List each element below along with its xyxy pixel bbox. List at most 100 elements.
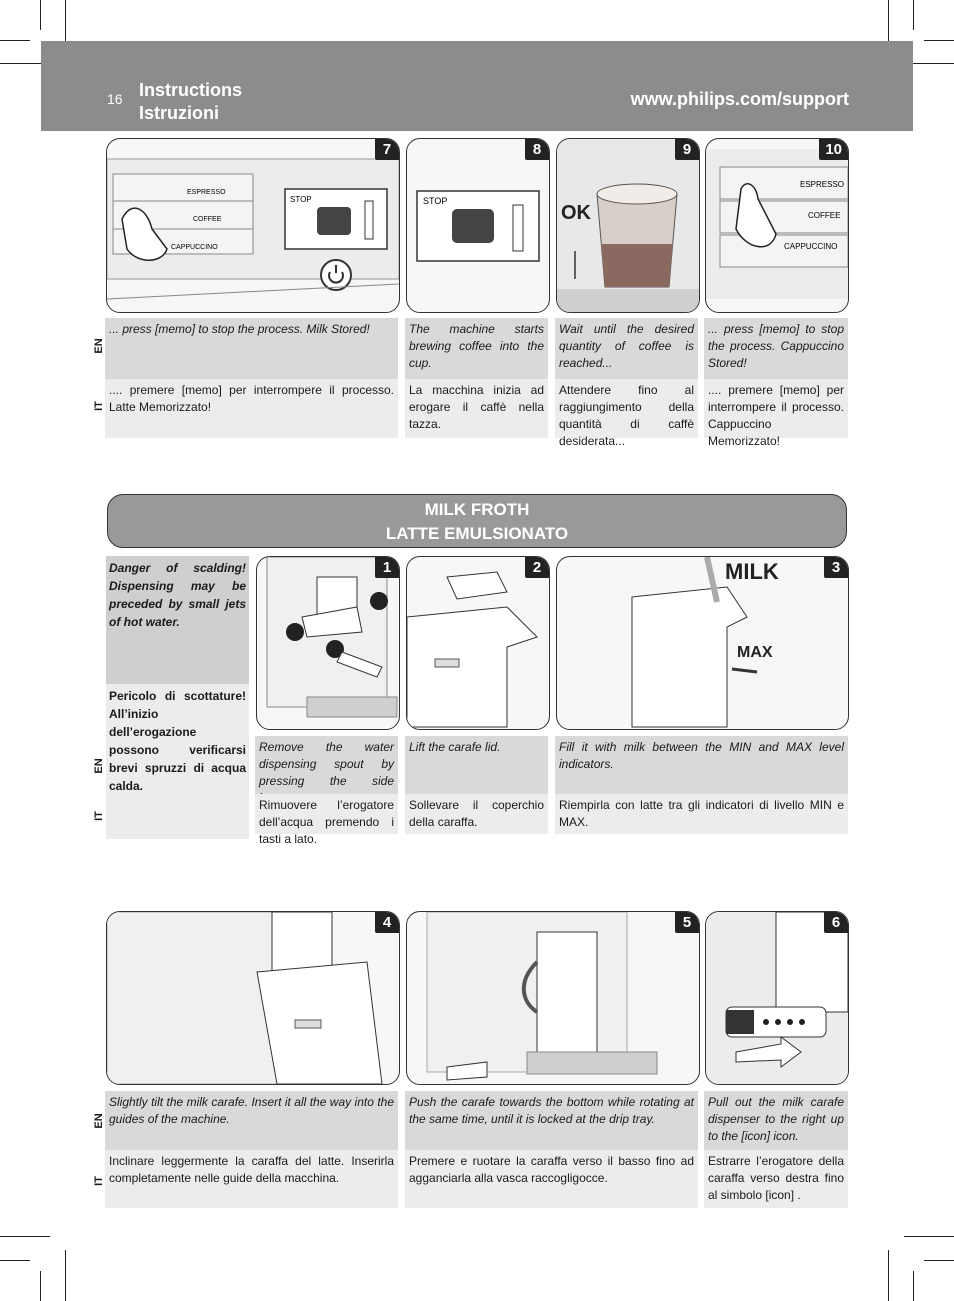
title-en: Instructions xyxy=(139,80,243,100)
step-4-caption-it: Inclinare leggermente la caraffa del lat… xyxy=(105,1150,398,1208)
crop-mark xyxy=(913,0,914,30)
stop-label: STOP xyxy=(290,195,312,204)
crop-mark xyxy=(65,0,66,50)
step-number: 9 xyxy=(675,139,699,160)
header-titles: Instructions Istruzioni xyxy=(139,79,242,125)
step-5-caption-en: Push the carafe towards the bottom while… xyxy=(405,1091,698,1150)
caption-text: Fill it with milk between the MIN and MA… xyxy=(559,740,844,771)
caption-text: Inclinare leggermente la caraffa del lat… xyxy=(109,1154,394,1185)
warning-text: Pericolo di scottature! All’inizio dell’… xyxy=(109,689,246,793)
step-number: 6 xyxy=(824,912,848,933)
step-7-caption-en: ... press [memo] to stop the process. Mi… xyxy=(105,318,398,379)
step-1-caption-it: Rimuovere l’erogatore dell’acqua premend… xyxy=(255,794,398,846)
step-3-caption-en: Fill it with milk between the MIN and MA… xyxy=(555,736,848,794)
step-5-caption-it: Premere e ruotare la caraffa verso il ba… xyxy=(405,1150,698,1208)
step-5-illustration: 5 xyxy=(406,911,700,1085)
lang-label-it: IT xyxy=(93,811,105,821)
crop-mark xyxy=(913,1271,914,1301)
lang-label-it: IT xyxy=(93,1176,105,1186)
ok-label: OK xyxy=(561,202,592,224)
stop-label: STOP xyxy=(423,196,447,206)
step-9-caption-it: Attendere fino al raggiungimento della q… xyxy=(555,379,698,448)
caption-text: Attendere fino al raggiungimento della q… xyxy=(559,383,694,448)
caption-text: Push the carafe towards the bottom while… xyxy=(409,1095,694,1126)
caption-text: The machine starts brewing coffee into t… xyxy=(409,322,544,370)
crop-mark xyxy=(0,40,30,41)
lock-carafe-drawing xyxy=(426,912,658,1081)
section-title-en: MILK FROTH xyxy=(424,500,530,519)
crop-mark xyxy=(40,1271,41,1301)
lang-label-en: EN xyxy=(93,338,105,354)
caption-text: .... premere [memo] per interrompere il … xyxy=(708,383,844,448)
section-title-it: LATTE EMULSIONATO xyxy=(385,524,569,543)
remove-spout-drawing xyxy=(266,557,398,718)
step-number: 3 xyxy=(824,557,848,578)
caption-text: Rimuovere l’erogatore dell’acqua premend… xyxy=(259,798,394,846)
step-number: 10 xyxy=(819,139,848,160)
caption-text: Lift the carafe lid. xyxy=(409,740,501,754)
step-6-caption-en: Pull out the milk carafe dispenser to th… xyxy=(704,1091,848,1150)
step-2-caption-it: Sollevare il coperchio della caraffa. xyxy=(405,794,548,834)
title-it: Istruzioni xyxy=(139,103,219,123)
step-4-illustration: 4 xyxy=(106,911,400,1085)
step-6-caption-it: Estrarre l’erogatore della caraffa verso… xyxy=(704,1150,848,1208)
caption-text: La macchina inizia ad erogare il caffè n… xyxy=(409,383,544,431)
caption-text: Estrarre l’erogatore della caraffa verso… xyxy=(708,1154,844,1202)
control-panel-drawing: ESPRESSO COFFEE CAPPUCCINO xyxy=(706,149,848,299)
espresso-label: ESPRESSO xyxy=(800,180,844,189)
step-10-caption-en: ... press [memo] to stop the process. Ca… xyxy=(704,318,848,379)
caption-text: Premere e ruotare la caraffa verso il ba… xyxy=(409,1154,694,1185)
caption-text: Pull out the milk carafe dispenser to th… xyxy=(708,1095,844,1143)
crop-mark xyxy=(0,63,50,64)
step-1-caption-en: Remove the water dispensing spout by pre… xyxy=(255,736,398,805)
step-10-illustration: ESPRESSO COFFEE CAPPUCCINO 10 xyxy=(705,138,849,313)
crop-mark xyxy=(0,1260,30,1261)
step-7-caption-it: .... premere [memo] per interrompere il … xyxy=(105,379,398,438)
step-1-illustration: 1 xyxy=(256,556,400,730)
crop-mark xyxy=(904,63,954,64)
section-banner: MILK FROTH LATTE EMULSIONATO xyxy=(107,494,847,548)
cup-filling-drawing: OK xyxy=(557,139,699,312)
page-header: 16 Instructions Istruzioni www.philips.c… xyxy=(41,41,913,131)
step-number: 4 xyxy=(375,912,399,933)
step-6-illustration: 6 xyxy=(705,911,849,1085)
crop-mark xyxy=(924,40,954,41)
step-9-caption-en: Wait until the desired quantity of coffe… xyxy=(555,318,698,379)
milk-label: MILK xyxy=(725,559,779,584)
crop-mark xyxy=(888,1250,889,1301)
step-8-caption-it: La macchina inizia ad erogare il caffè n… xyxy=(405,379,548,438)
warning-text: Danger of scalding! Dispensing may be pr… xyxy=(109,561,246,629)
step-9-illustration: OK 9 xyxy=(556,138,700,313)
crop-mark xyxy=(924,1260,954,1261)
step-8-caption-en: The machine starts brewing coffee into t… xyxy=(405,318,548,379)
pull-dispenser-drawing xyxy=(706,912,848,1084)
warning-en: Danger of scalding! Dispensing may be pr… xyxy=(106,556,249,684)
caption-text: ... press [memo] to stop the process. Ca… xyxy=(708,322,844,370)
step-2-illustration: 2 xyxy=(406,556,550,730)
step-10-caption-it: .... premere [memo] per interrompere il … xyxy=(704,379,848,448)
lang-label-it: IT xyxy=(93,401,105,411)
step-8-illustration: STOP 8 xyxy=(406,138,550,313)
warning-it: Pericolo di scottature! All’inizio dell’… xyxy=(106,684,249,839)
caption-text: ... press [memo] to stop the process. Mi… xyxy=(109,322,370,336)
control-panel-drawing: ESPRESSO COFFEE CAPPUCCINO STOP xyxy=(107,158,399,300)
support-url[interactable]: www.philips.com/support xyxy=(630,89,849,109)
caption-text: .... premere [memo] per interrompere il … xyxy=(109,383,394,414)
crop-mark xyxy=(904,1236,954,1237)
caption-text: Sollevare il coperchio della caraffa. xyxy=(409,798,544,829)
caption-text: Wait until the desired quantity of coffe… xyxy=(559,322,694,370)
crop-mark xyxy=(888,0,889,50)
max-label: MAX xyxy=(737,644,773,661)
step-4-caption-en: Slightly tilt the milk carafe. Insert it… xyxy=(105,1091,398,1150)
coffee-label: COFFEE xyxy=(808,211,840,220)
coffee-label: COFFEE xyxy=(193,216,222,223)
cappuccino-label: CAPPUCCINO xyxy=(784,242,837,251)
display-stop-drawing: STOP xyxy=(416,190,540,262)
cappuccino-label: CAPPUCCINO xyxy=(171,244,218,251)
caption-text: Riempirla con latte tra gli indicatori d… xyxy=(559,798,844,829)
caption-text: Slightly tilt the milk carafe. Insert it… xyxy=(109,1095,394,1126)
step-number: 2 xyxy=(525,557,549,578)
insert-carafe-drawing xyxy=(107,912,383,1084)
lift-lid-drawing xyxy=(407,571,538,728)
espresso-label: ESPRESSO xyxy=(187,189,226,196)
